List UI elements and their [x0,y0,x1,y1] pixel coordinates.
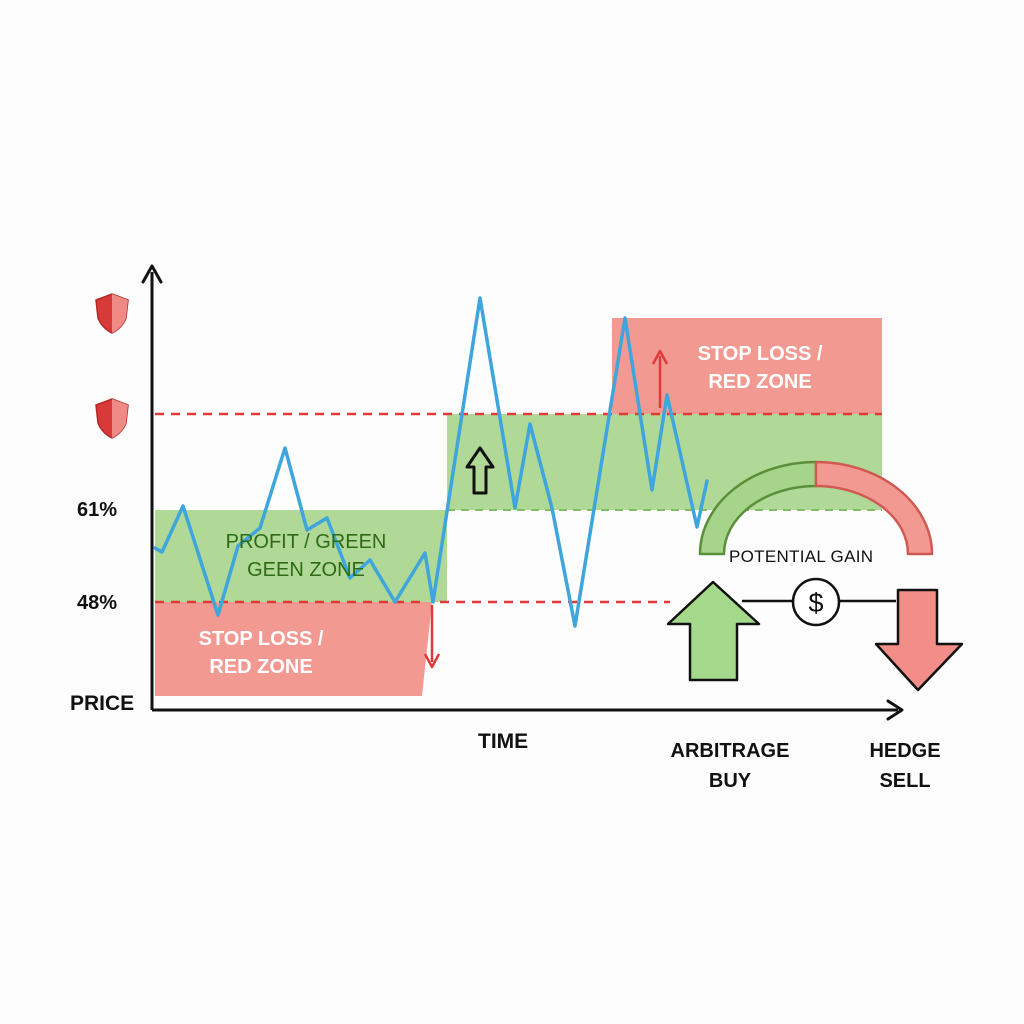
hedge-sell-arrow-icon [874,588,964,692]
x-axis [152,699,904,721]
y-axis-label: PRICE [70,692,135,715]
price-line [153,296,709,628]
dollar-coin-icon: $ [791,577,841,627]
potential-gain-gauge [698,460,934,556]
arbitrage-buy-label: ARBITRAGE BUY [670,740,790,792]
up-arrow-icon [651,349,669,408]
left-stop-loss-label: STOP LOSS / RED ZONE [198,628,324,678]
y-axis [141,264,163,710]
shield-icon [95,398,129,439]
potential-gain-label: POTENTIAL GAIN [729,547,874,566]
x-axis-label: TIME [478,730,529,753]
shield-icon [95,293,129,334]
hedge-sell-label: HEDGE SELL [869,740,941,792]
arbitrage-buy-arrow-icon [666,580,761,682]
left-green-zone [155,510,447,602]
left-red-zone [155,602,432,696]
upper-level-label: 61% [77,499,118,521]
down-arrow-icon [423,605,441,669]
outlined-up-arrow-icon [465,446,495,495]
left-profit-zone-label: PROFIT / GREEN GEEN ZONE [225,531,387,581]
svg-text:$: $ [808,588,823,618]
lower-level-label: 48% [77,592,118,614]
right-stop-loss-label: STOP LOSS / RED ZONE [697,343,823,393]
right-red-zone [612,318,882,414]
